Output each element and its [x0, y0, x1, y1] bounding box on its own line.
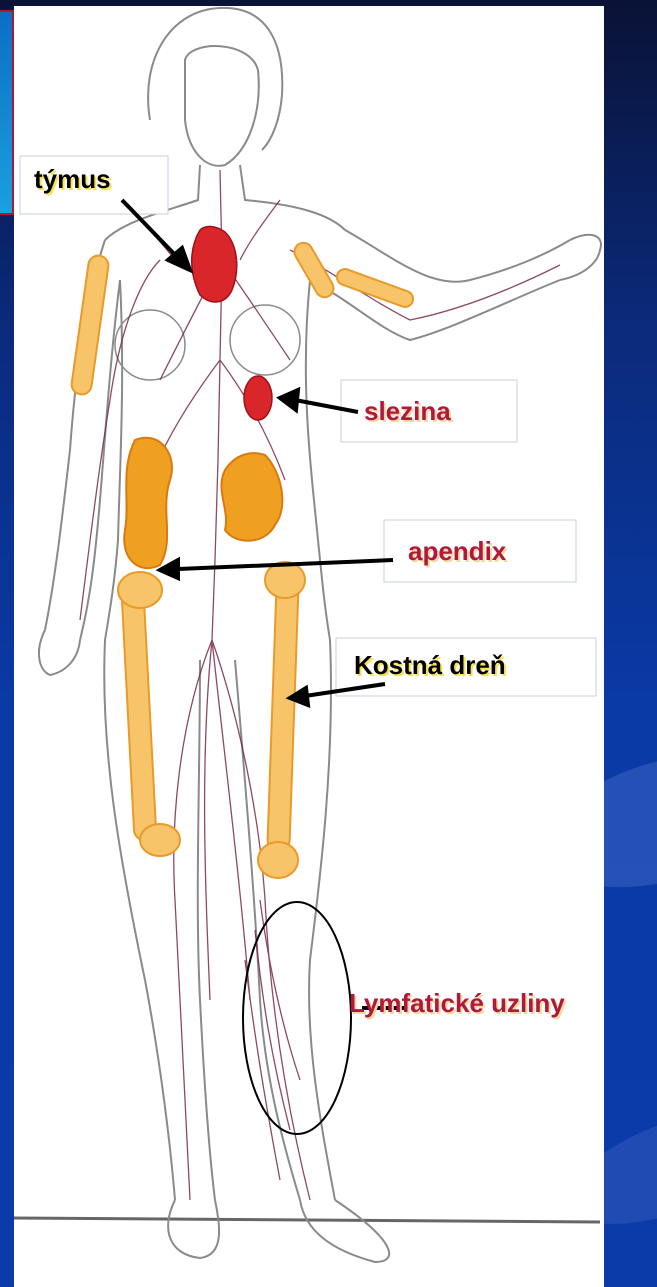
spleen-organ	[244, 376, 272, 420]
label-appendix: apendix	[408, 536, 506, 567]
arrow-spleen-head	[280, 390, 298, 410]
label-lymph-nodes: Lymfatické uzliny	[349, 988, 565, 1019]
label-thymus: týmus	[34, 164, 111, 195]
chest-outline	[115, 305, 300, 380]
arrow-appendix-head	[160, 560, 178, 578]
label-bone-marrow: Kostná dreň	[354, 650, 506, 681]
thymus-organ	[192, 226, 237, 302]
pointer-arrows	[122, 200, 408, 1008]
label-spleen: slezina	[364, 396, 451, 427]
lymph-nodes-circle	[243, 902, 351, 1134]
intestines	[124, 438, 282, 568]
